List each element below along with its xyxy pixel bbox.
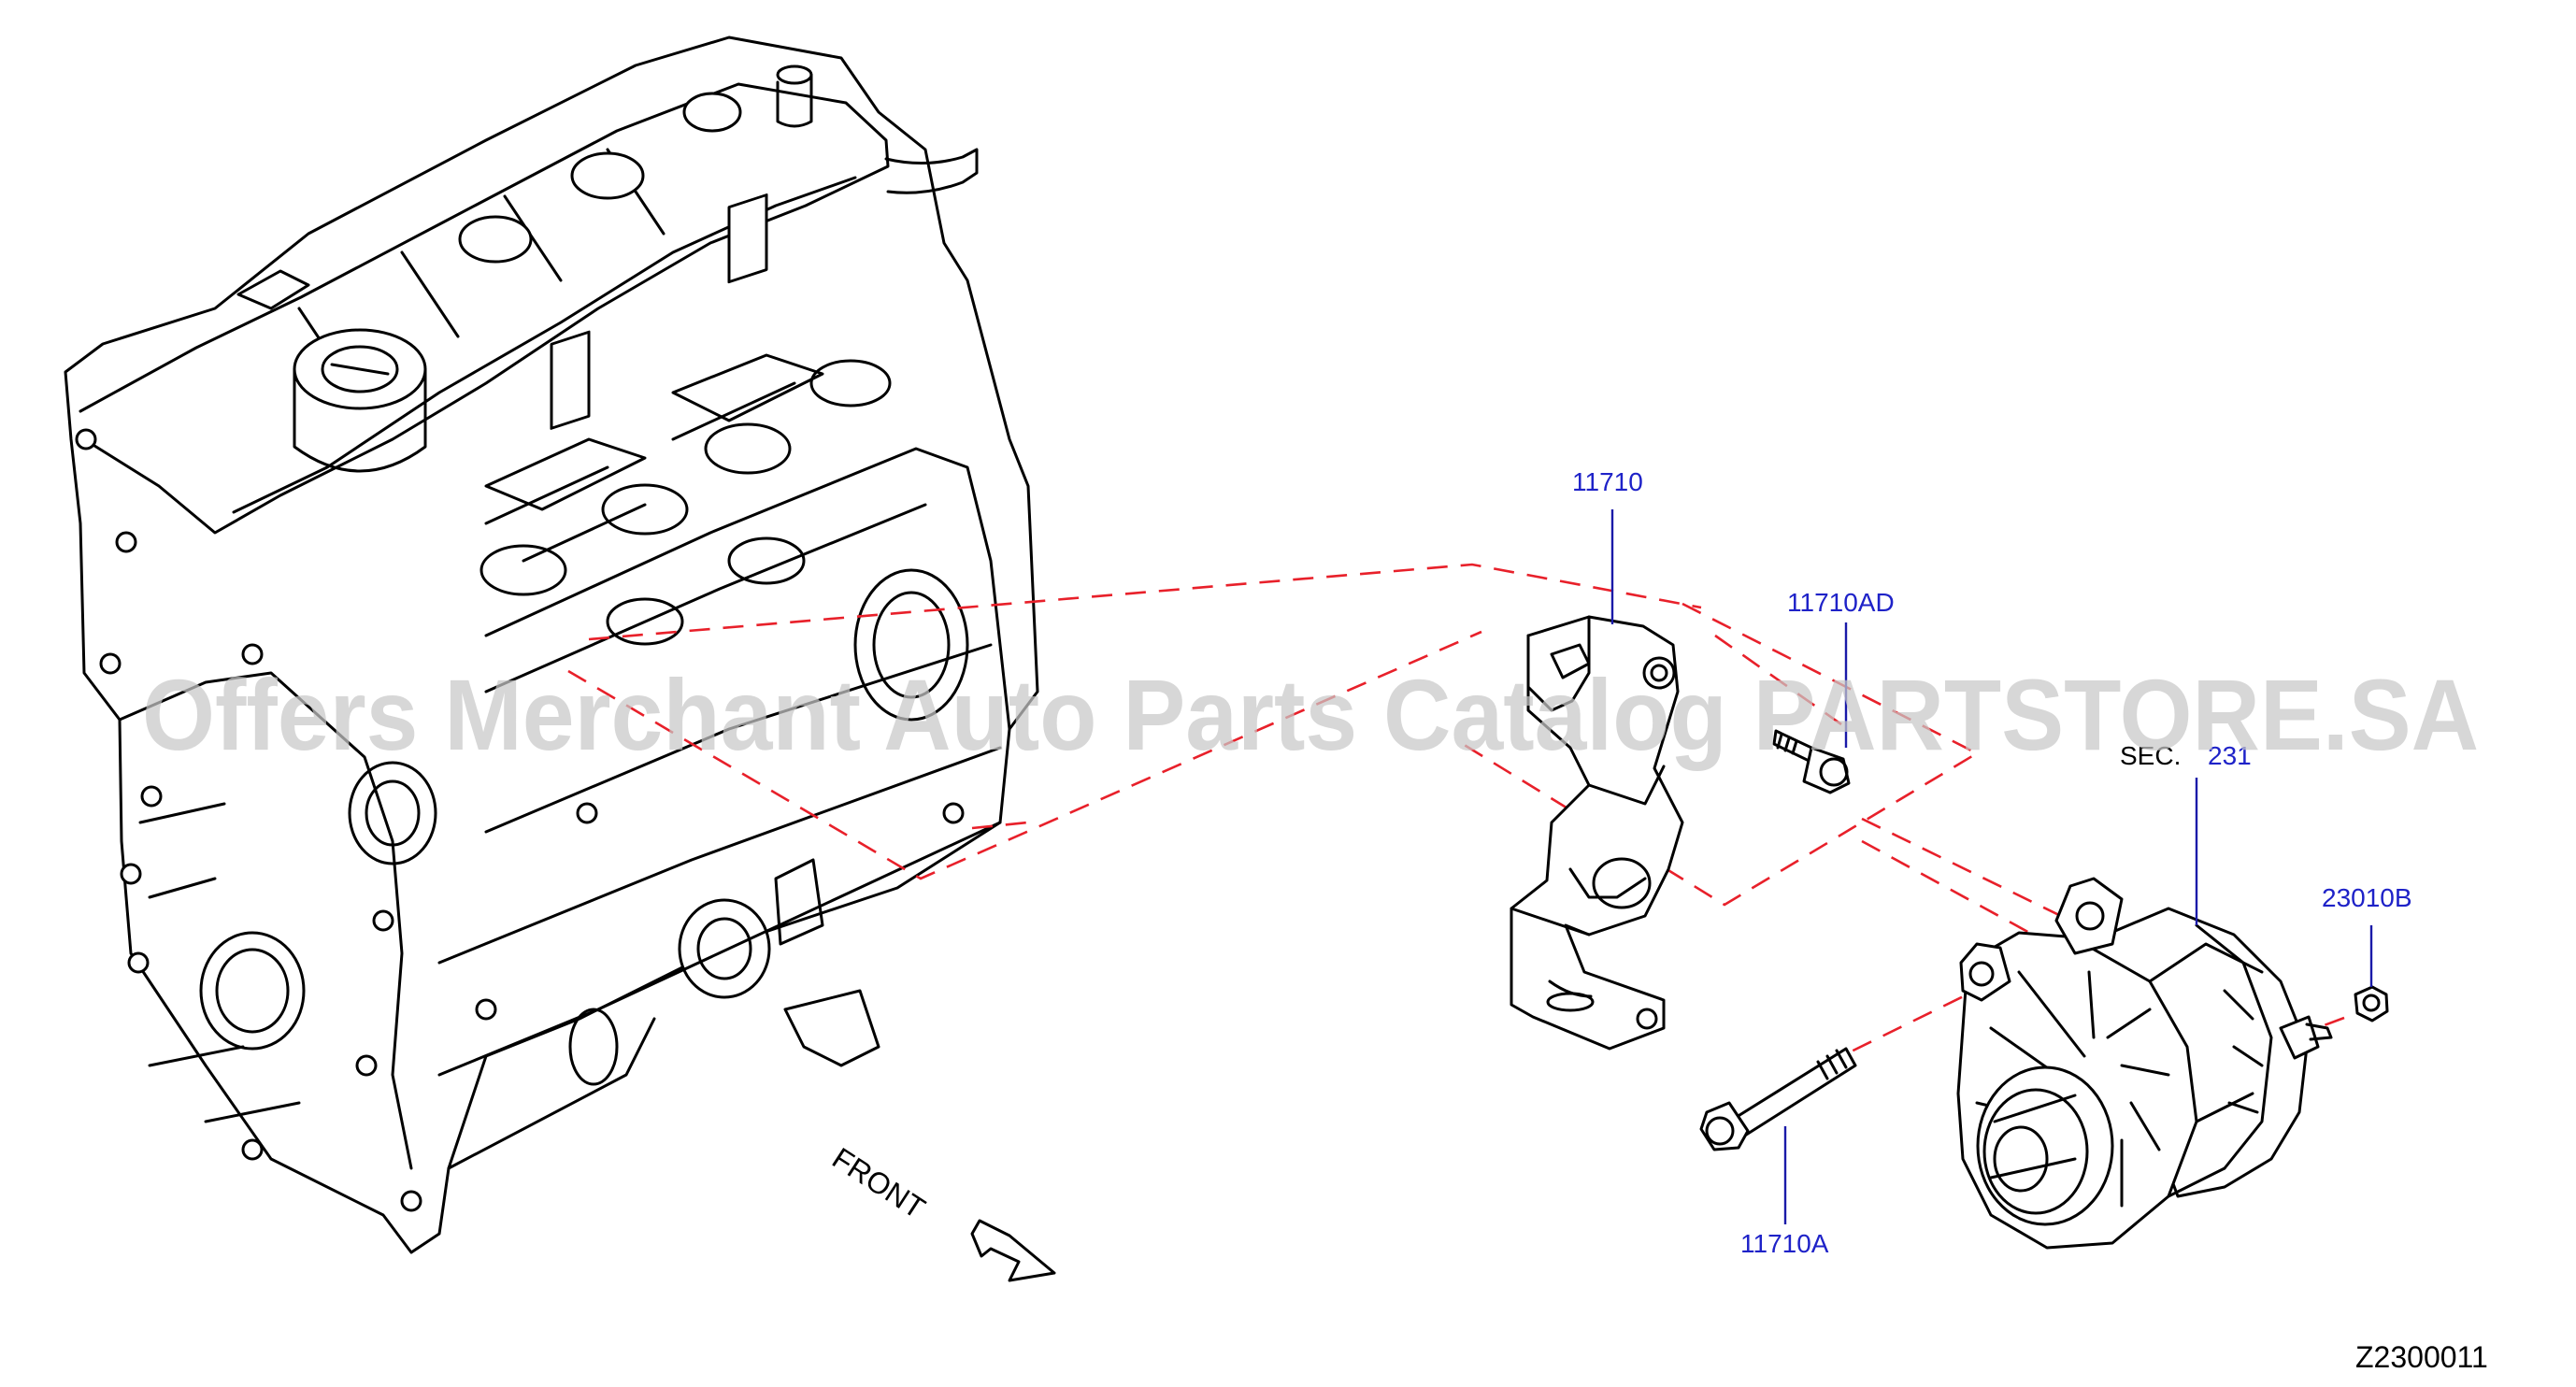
drawing-number: Z2300011 <box>2355 1340 2488 1374</box>
alternator-bracket-illustration <box>1510 615 1684 1051</box>
front-direction-indicator: FRONT <box>826 1141 1056 1282</box>
engine-bolts <box>75 428 965 1212</box>
front-arrow-icon <box>970 1219 1056 1282</box>
engine-block-illustration <box>64 36 1039 1254</box>
part-label-11710a[interactable]: 11710A <box>1740 1229 1829 1258</box>
alternator-bolt-illustration <box>1699 1047 1857 1151</box>
watermark: Offers Merchant Auto Parts Catalog PARTS… <box>142 658 2479 771</box>
terminal-nut-illustration <box>2354 985 2389 1022</box>
front-label: FRONT <box>826 1141 931 1225</box>
bracket-bolt-illustration <box>1772 729 1851 794</box>
part-label-11710ad[interactable]: 11710AD <box>1787 588 1895 617</box>
section-ref-number[interactable]: 231 <box>2208 741 2252 770</box>
part-label-23010b[interactable]: 23010B <box>2322 883 2412 912</box>
part-label-11710[interactable]: 11710 <box>1572 467 1643 496</box>
alternator-illustration <box>1956 877 2333 1250</box>
section-ref-prefix: SEC. <box>2120 741 2181 770</box>
part-callouts: 11710 11710AD 11710A 23010B SEC. 231 <box>1572 467 2412 1258</box>
